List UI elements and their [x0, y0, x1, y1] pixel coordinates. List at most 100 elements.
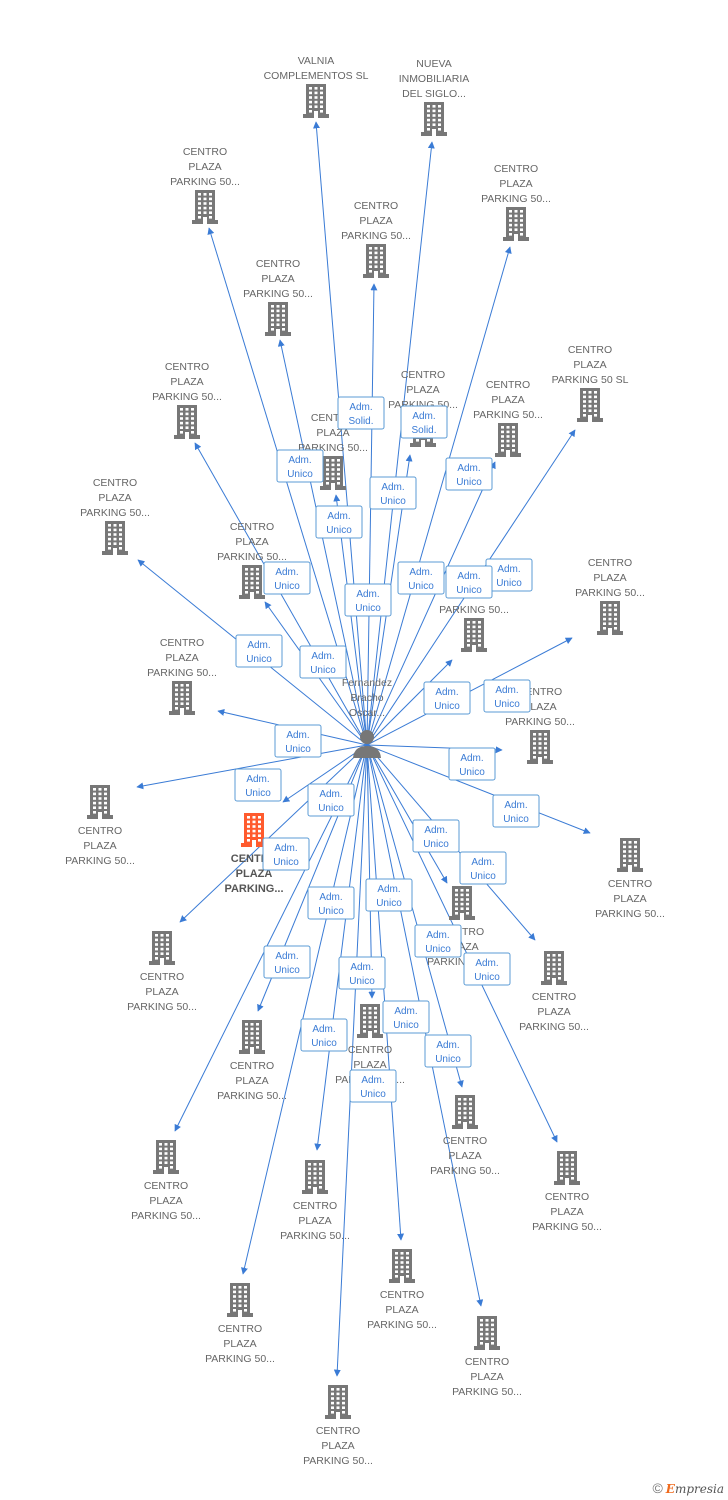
role-text-line: Unico	[310, 665, 336, 676]
role-text-line: Unico	[376, 898, 402, 909]
role-label-c3[interactable]: Adm.Unico	[276, 449, 324, 483]
company-label-line: CENTRO	[78, 825, 122, 837]
company-label-line: CENTRO	[354, 200, 398, 212]
role-label-c18[interactable]: Adm.Unico	[234, 768, 282, 802]
role-label-c26[interactable]: Adm.Unico	[414, 924, 462, 958]
role-label-c4[interactable]: Adm.Unico	[369, 476, 417, 510]
brand-logo[interactable]: Empresia	[665, 1482, 724, 1496]
role-text-line: Adm.	[436, 1040, 459, 1051]
edge-c33	[333, 744, 368, 1377]
company-node-c21[interactable]: CENTROPLAZAPARKING...	[224, 813, 284, 895]
company-label-line: PLAZA	[470, 1371, 503, 1383]
company-label-line: PLAZA	[593, 572, 626, 584]
edge-c2	[366, 141, 435, 746]
role-label-c15[interactable]: Adm.Unico	[423, 681, 471, 715]
role-label-c25[interactable]: Adm.Unico	[365, 878, 413, 912]
building-icon	[495, 423, 521, 457]
role-label-c10[interactable]: Adm.Unico	[397, 561, 445, 595]
role-label-c13[interactable]: Adm.Unico	[299, 645, 347, 679]
company-label-line: PARKING 50...	[147, 667, 217, 679]
company-label-line: CENTRO	[256, 258, 300, 270]
edge-c19	[366, 744, 591, 834]
role-label-c16[interactable]: Adm.Unico	[274, 724, 322, 758]
company-label-line: PLAZA	[499, 178, 532, 190]
role-label-c12[interactable]: Adm.Unico	[235, 634, 283, 668]
role-label-c32[interactable]: Adm.Unico	[424, 1034, 472, 1068]
edge-c28	[366, 744, 558, 1143]
role-text-line: Adm.	[435, 687, 458, 698]
role-label-c27[interactable]: Adm.Unico	[263, 945, 311, 979]
company-label-line: CENTRO	[545, 1191, 589, 1203]
building-icon	[302, 1160, 328, 1194]
company-label-line: PARKING 50...	[519, 1021, 589, 1033]
role-label-c7[interactable]: Adm.Unico	[485, 558, 533, 592]
role-label-c19[interactable]: Adm.Unico	[492, 794, 540, 828]
company-label-line: PARKING 50...	[481, 193, 551, 205]
role-label-c31[interactable]: Adm.Unico	[300, 1018, 348, 1052]
role-label-c20[interactable]: Adm.Unico	[412, 819, 460, 853]
building-icon	[174, 405, 200, 439]
role-text-line: Unico	[311, 1038, 337, 1049]
role-label-c28[interactable]: Adm.Unico	[463, 952, 511, 986]
role-text-line: Adm.	[361, 1075, 384, 1086]
role-text-line: Unico	[474, 972, 500, 983]
person-node[interactable]: FernandezBrachoOscar...	[342, 677, 392, 758]
role-label-c11[interactable]: Adm.Unico	[344, 583, 392, 617]
company-label-line: PARKING 50...	[439, 604, 509, 616]
edge-c22	[179, 744, 368, 923]
role-label-c29[interactable]: Adm.Unico	[338, 956, 386, 990]
company-label-line: PLAZA	[235, 1075, 268, 1087]
role-label-c33[interactable]: Adm.Unico	[349, 1069, 397, 1103]
building-icon	[617, 838, 643, 872]
company-label-line: PARKING...	[224, 883, 283, 895]
role-text-line: Adm.	[497, 564, 520, 575]
role-label-c2[interactable]: Adm.Solid.	[400, 405, 448, 439]
company-label-line: CENTRO	[443, 1135, 487, 1147]
role-label-c21[interactable]: Adm.Unico	[307, 783, 355, 817]
role-label-c9[interactable]: Adm.Unico	[445, 565, 493, 599]
edge-c18	[136, 744, 368, 790]
role-label-c8[interactable]: Adm.Unico	[263, 561, 311, 595]
role-text-line: Adm.	[275, 951, 298, 962]
role-label-c1[interactable]: Adm.Solid.	[337, 396, 385, 430]
role-label-c22[interactable]: Adm.Unico	[262, 837, 310, 871]
role-label-c30[interactable]: Adm.Unico	[382, 1000, 430, 1034]
role-text-line: Adm.	[412, 411, 435, 422]
company-label-line: PLAZA	[298, 1215, 331, 1227]
role-label-c14[interactable]: Adm.Unico	[483, 679, 531, 713]
role-label-c5[interactable]: Adm.Unico	[445, 457, 493, 491]
role-text-line: Adm.	[426, 930, 449, 941]
company-label-line: CENTRO	[160, 637, 204, 649]
role-label-c24[interactable]: Adm.Unico	[307, 886, 355, 920]
role-label-c6[interactable]: Adm.Unico	[315, 505, 363, 539]
role-label-c23[interactable]: Adm.Unico	[459, 851, 507, 885]
building-icon	[421, 102, 447, 136]
role-label-c17[interactable]: Adm.Unico	[448, 747, 496, 781]
